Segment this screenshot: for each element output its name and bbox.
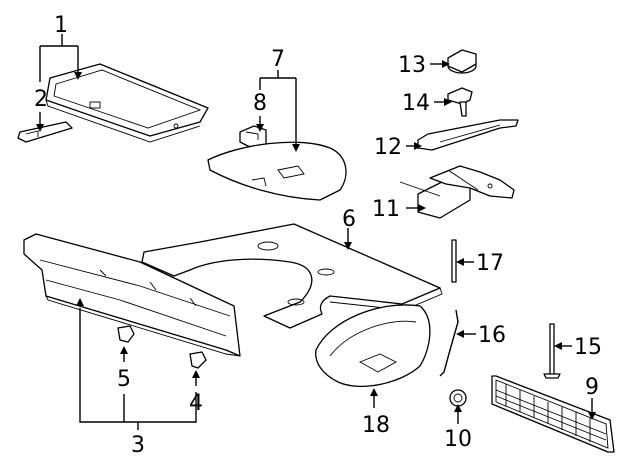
pushpin <box>117 325 135 343</box>
clip <box>239 125 267 149</box>
callout-13: 13 <box>398 53 426 78</box>
callout-9: 9 <box>585 375 599 400</box>
sill-plate <box>23 233 241 357</box>
scissor-jack <box>399 165 515 219</box>
callout-2: 2 <box>34 87 48 112</box>
callout-11: 11 <box>372 197 400 222</box>
callout-8: 8 <box>253 91 267 116</box>
callout-5: 5 <box>117 367 131 392</box>
callout-15: 15 <box>574 335 602 360</box>
callout-18: 18 <box>362 413 390 438</box>
leader-lines <box>36 34 596 430</box>
strap <box>451 239 457 283</box>
bracket <box>17 121 73 143</box>
callout-numbers: 1 2 7 8 13 14 12 11 6 17 16 15 9 5 4 18 … <box>34 13 602 458</box>
callout-7: 7 <box>271 47 285 72</box>
cargo-net <box>491 375 615 453</box>
callout-14: 14 <box>402 91 430 116</box>
callout-17: 17 <box>476 251 504 276</box>
callout-10: 10 <box>444 427 472 452</box>
load-floor-panel <box>45 63 209 143</box>
hook-rod <box>439 309 459 377</box>
jack-handle <box>447 87 473 117</box>
callout-16: 16 <box>478 323 506 348</box>
callout-3: 3 <box>131 433 145 458</box>
callout-12: 12 <box>374 135 402 160</box>
trim-cover <box>207 141 347 201</box>
callout-1: 1 <box>54 13 68 38</box>
tire-tray <box>315 304 431 388</box>
retainer <box>189 351 207 369</box>
wrench <box>417 119 519 151</box>
callout-6: 6 <box>342 207 356 232</box>
floor-pan <box>141 223 443 329</box>
cap <box>447 49 477 74</box>
stud <box>543 323 561 379</box>
grommet <box>449 389 467 407</box>
callout-4: 4 <box>189 391 203 416</box>
